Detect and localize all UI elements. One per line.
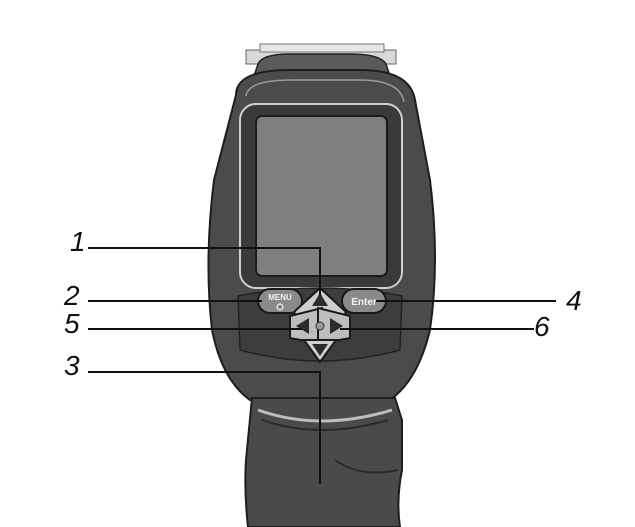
enter-button-label: Enter	[351, 297, 377, 308]
leader-lines	[88, 247, 556, 484]
callout-5: 5	[64, 308, 80, 339]
callout-3: 3	[64, 350, 80, 381]
right-arrow-icon[interactable]	[330, 318, 343, 334]
power-icon	[276, 303, 284, 311]
display-screen	[255, 115, 388, 277]
callout-2: 2	[64, 280, 80, 311]
leader-line-1	[88, 247, 321, 296]
up-arrow-icon[interactable]	[312, 293, 328, 306]
menu-button-label: MENU	[268, 293, 292, 302]
down-arrow-icon[interactable]	[312, 344, 328, 356]
callout-4: 4	[566, 285, 582, 316]
callout-6: 6	[534, 311, 550, 342]
device-handle	[244, 397, 403, 527]
left-arrow-icon[interactable]	[296, 318, 309, 334]
callout-1: 1	[70, 226, 86, 257]
leader-line-3	[88, 371, 321, 484]
